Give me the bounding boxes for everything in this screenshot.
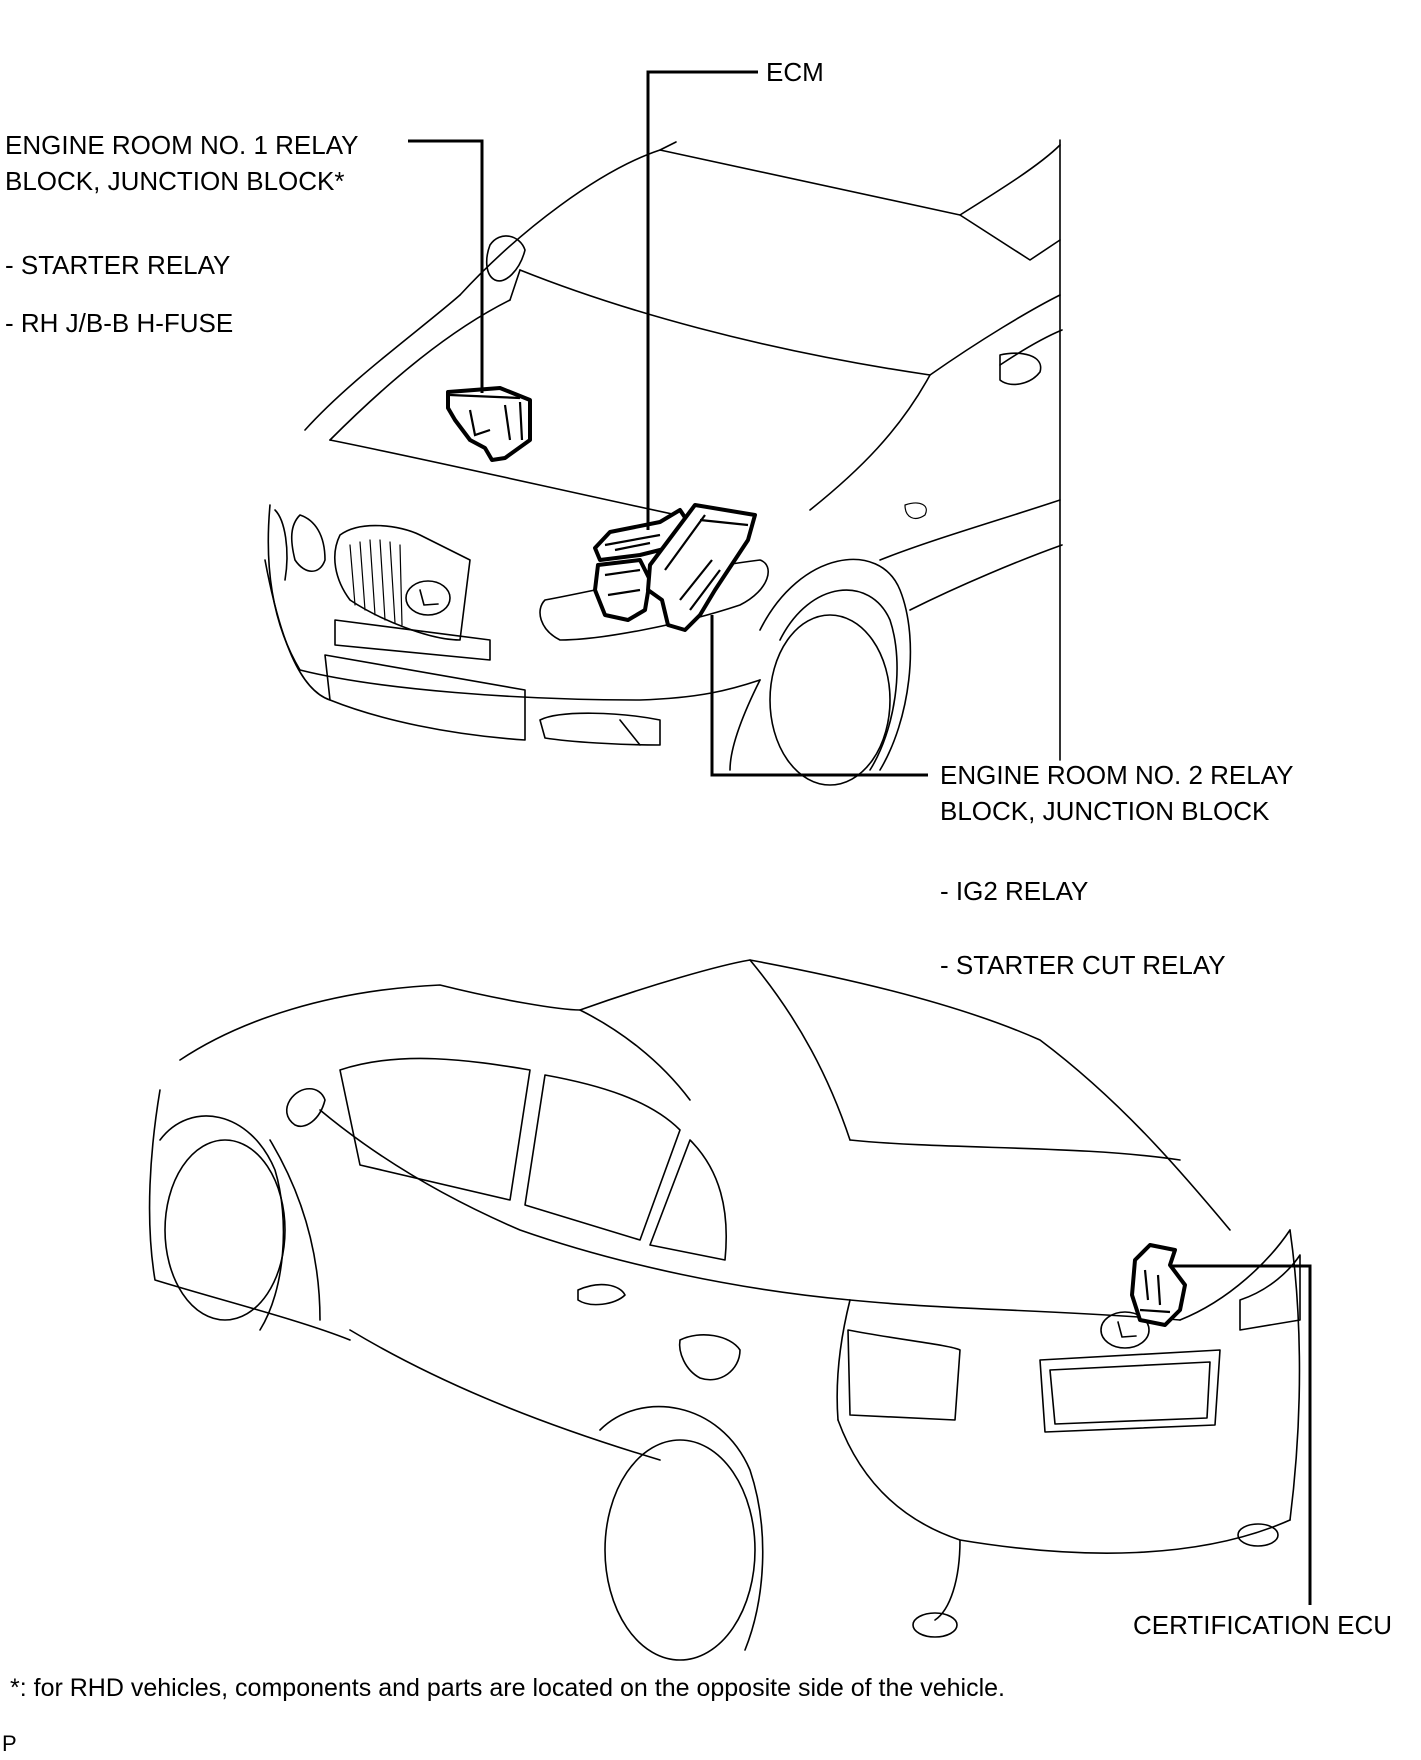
certification-ecu-leader-line bbox=[1172, 1264, 1312, 1605]
engine-room-no2-title-line1: ENGINE ROOM NO. 2 RELAY bbox=[940, 760, 1294, 790]
engine-room-no2-relay-block-part bbox=[646, 503, 757, 632]
engine-room-no2-leader-line bbox=[710, 615, 928, 777]
engine-room-no1-item-rh-jb-fuse: - RH J/B-B H-FUSE bbox=[5, 308, 234, 338]
ecm-leader-line bbox=[646, 70, 758, 530]
engine-room-no1-title-line1: ENGINE ROOM NO. 1 RELAY bbox=[5, 130, 359, 160]
engine-room-no2-item-starter-cut-relay: - STARTER CUT RELAY bbox=[940, 950, 1226, 980]
engine-room-no1-title-line2: BLOCK, JUNCTION BLOCK* bbox=[5, 166, 345, 196]
front-vehicle-drawing bbox=[264, 139, 1063, 786]
certification-ecu-label: CERTIFICATION ECU bbox=[1133, 1610, 1393, 1640]
engine-room-no1-leader-line bbox=[408, 139, 484, 393]
footnote: *: for RHD vehicles, components and part… bbox=[10, 1674, 1006, 1702]
engine-room-no2-item-ig2-relay: - IG2 RELAY bbox=[940, 876, 1089, 906]
rear-vehicle-drawing bbox=[148, 959, 1301, 1661]
engine-room-no1-item-starter-relay: - STARTER RELAY bbox=[5, 250, 231, 280]
engine-room-no1-relay-block-part bbox=[446, 386, 532, 462]
corner-mark: P bbox=[2, 1731, 17, 1756]
certification-ecu-part bbox=[1130, 1243, 1187, 1327]
engine-room-no2-title-line2: BLOCK, JUNCTION BLOCK bbox=[940, 796, 1270, 826]
ecm-label: ECM bbox=[766, 57, 824, 87]
